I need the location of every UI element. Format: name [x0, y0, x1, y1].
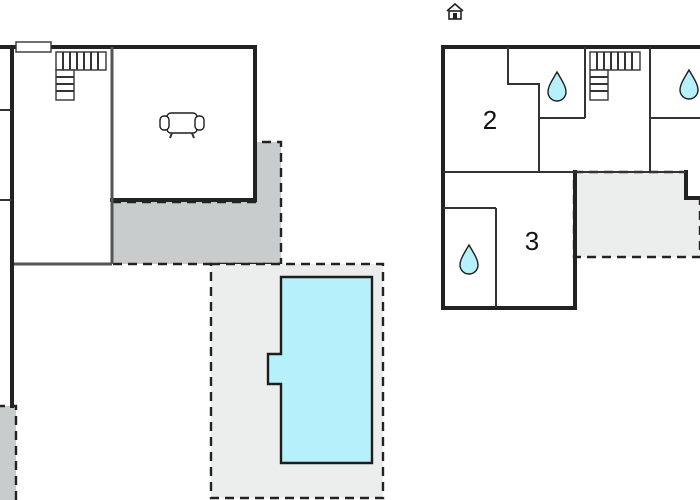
room-label-3: 3	[525, 226, 539, 256]
water-drop-icon	[459, 243, 479, 275]
ground-floor	[0, 41, 385, 500]
upper-floor: 2 3	[441, 2, 700, 310]
window	[15, 41, 52, 53]
house-entrance-icon	[446, 2, 464, 20]
water-drop-icon	[679, 68, 699, 100]
balcony-terrace	[572, 170, 700, 259]
room-label-2: 2	[483, 105, 497, 135]
water-drop-icon	[547, 70, 567, 102]
swimming-pool	[266, 275, 374, 465]
upper-floor-balcony-wall	[684, 170, 700, 200]
staircase-icon	[55, 51, 107, 101]
bath-1-wall	[507, 47, 540, 172]
sofa-icon	[159, 112, 205, 139]
terrace-strip	[0, 404, 18, 500]
upper-floor-outer-wall	[441, 45, 700, 310]
ground-floor-outer-wall	[0, 45, 257, 202]
staircase-icon	[589, 51, 641, 101]
